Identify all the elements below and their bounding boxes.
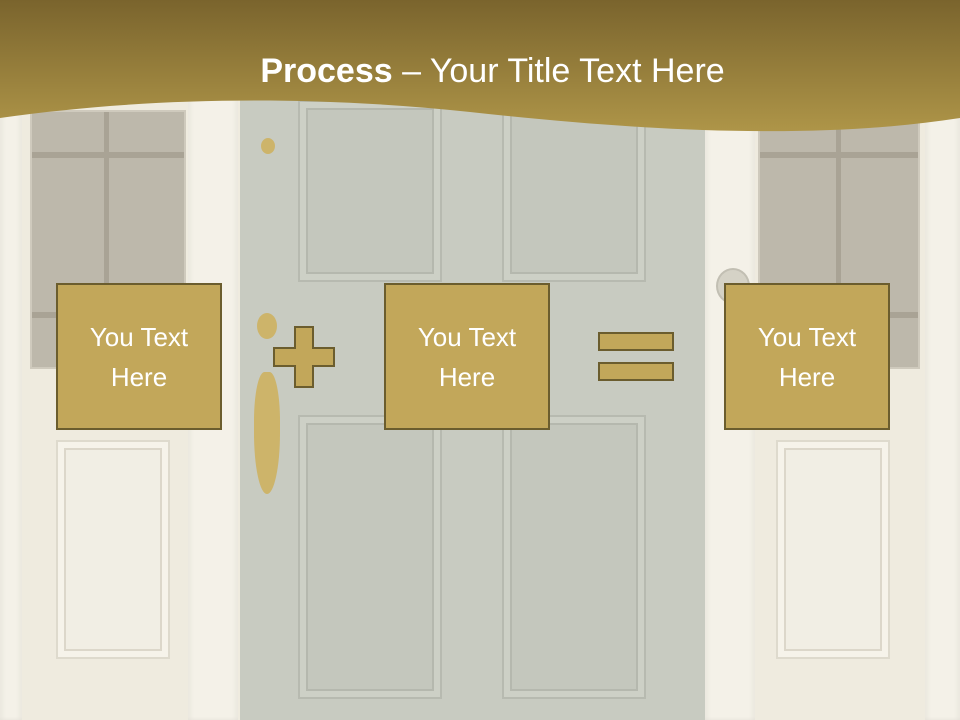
door-lock-icon [261, 138, 275, 154]
door-panel [502, 100, 646, 282]
left-outer-pillar [0, 0, 22, 720]
door-panel [298, 100, 442, 282]
process-box-2: You Text Here [384, 283, 550, 430]
door-handle-icon [254, 372, 280, 494]
slide-title: Process – Your Title Text Here [0, 52, 960, 91]
door-knocker-icon [257, 313, 277, 339]
equals-top-bar [598, 332, 674, 351]
process-box-text: You Text Here [417, 321, 517, 392]
title-bold: Process [260, 52, 393, 90]
process-box-text: You Text Here [757, 321, 857, 392]
left-lower-panel [56, 440, 170, 659]
right-lower-panel [776, 440, 890, 659]
process-box-3: You Text Here [724, 283, 890, 430]
door-panel [298, 415, 442, 699]
process-box-text: You Text Here [89, 321, 189, 392]
header-band [0, 0, 960, 132]
equals-bottom-bar [598, 362, 674, 381]
process-box-1: You Text Here [56, 283, 222, 430]
plus-icon [273, 326, 335, 388]
door-panel [502, 415, 646, 699]
title-rest: – Your Title Text Here [392, 52, 725, 90]
